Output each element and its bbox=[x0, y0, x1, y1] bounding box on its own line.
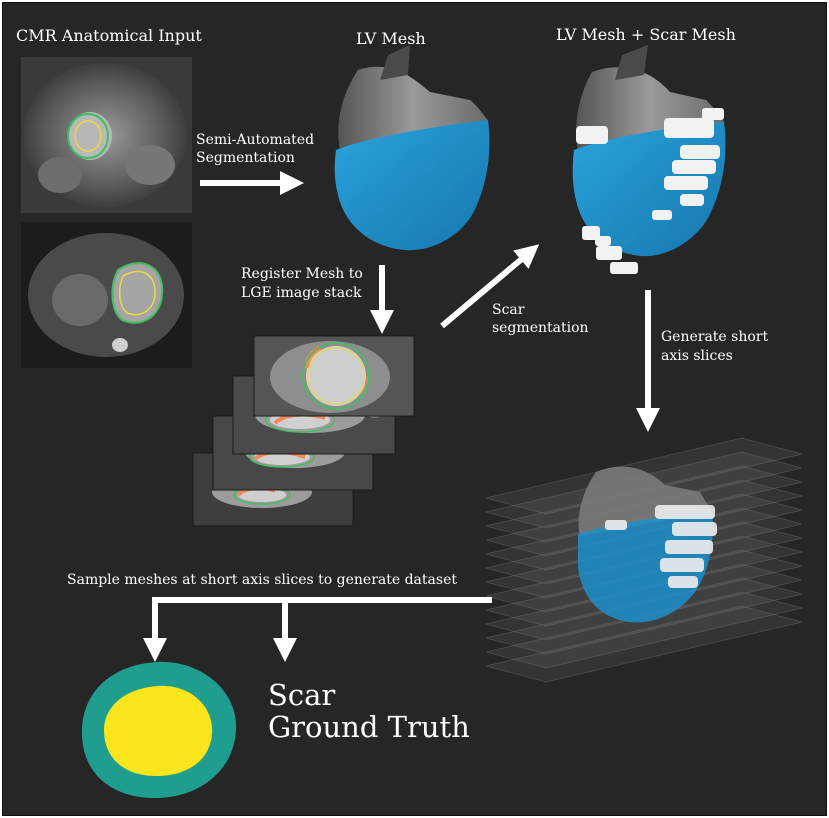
arrow-sample-left bbox=[143, 597, 492, 662]
cmr-short-axis-image bbox=[21, 57, 192, 213]
gt-scar-label: Scar bbox=[268, 678, 336, 712]
short-axis-slice-stack bbox=[485, 437, 803, 683]
lv-mesh bbox=[334, 45, 490, 251]
lv-scar-mesh bbox=[572, 45, 726, 274]
lv-mesh-title: LV Mesh bbox=[356, 29, 426, 48]
scar-segmentation-label: segmentation bbox=[492, 320, 589, 336]
axis-slices-label: axis slices bbox=[661, 348, 733, 364]
lv-scar-mesh-title: LV Mesh + Scar Mesh bbox=[556, 25, 736, 44]
cmr-input-title: CMR Anatomical Input bbox=[16, 26, 202, 45]
lge-image-stack bbox=[192, 335, 415, 527]
ground-truth-mask bbox=[81, 661, 237, 798]
semi-automated-label: Semi-Automated bbox=[196, 132, 315, 148]
cmr-long-axis-image bbox=[21, 222, 192, 368]
generate-slices-label: Generate short bbox=[661, 329, 769, 345]
segmentation-label: Segmentation bbox=[196, 150, 295, 166]
register-mesh-label: Register Mesh to bbox=[241, 266, 363, 282]
scar-label: Scar bbox=[492, 302, 525, 318]
sample-meshes-label: Sample meshes at short axis slices to ge… bbox=[67, 572, 457, 588]
flow-arrows bbox=[143, 171, 660, 662]
gt-ground-truth-label: Ground Truth bbox=[268, 710, 470, 744]
lge-stack-label: LGE image stack bbox=[241, 285, 362, 301]
arrow-to-scar-mesh bbox=[440, 244, 540, 329]
